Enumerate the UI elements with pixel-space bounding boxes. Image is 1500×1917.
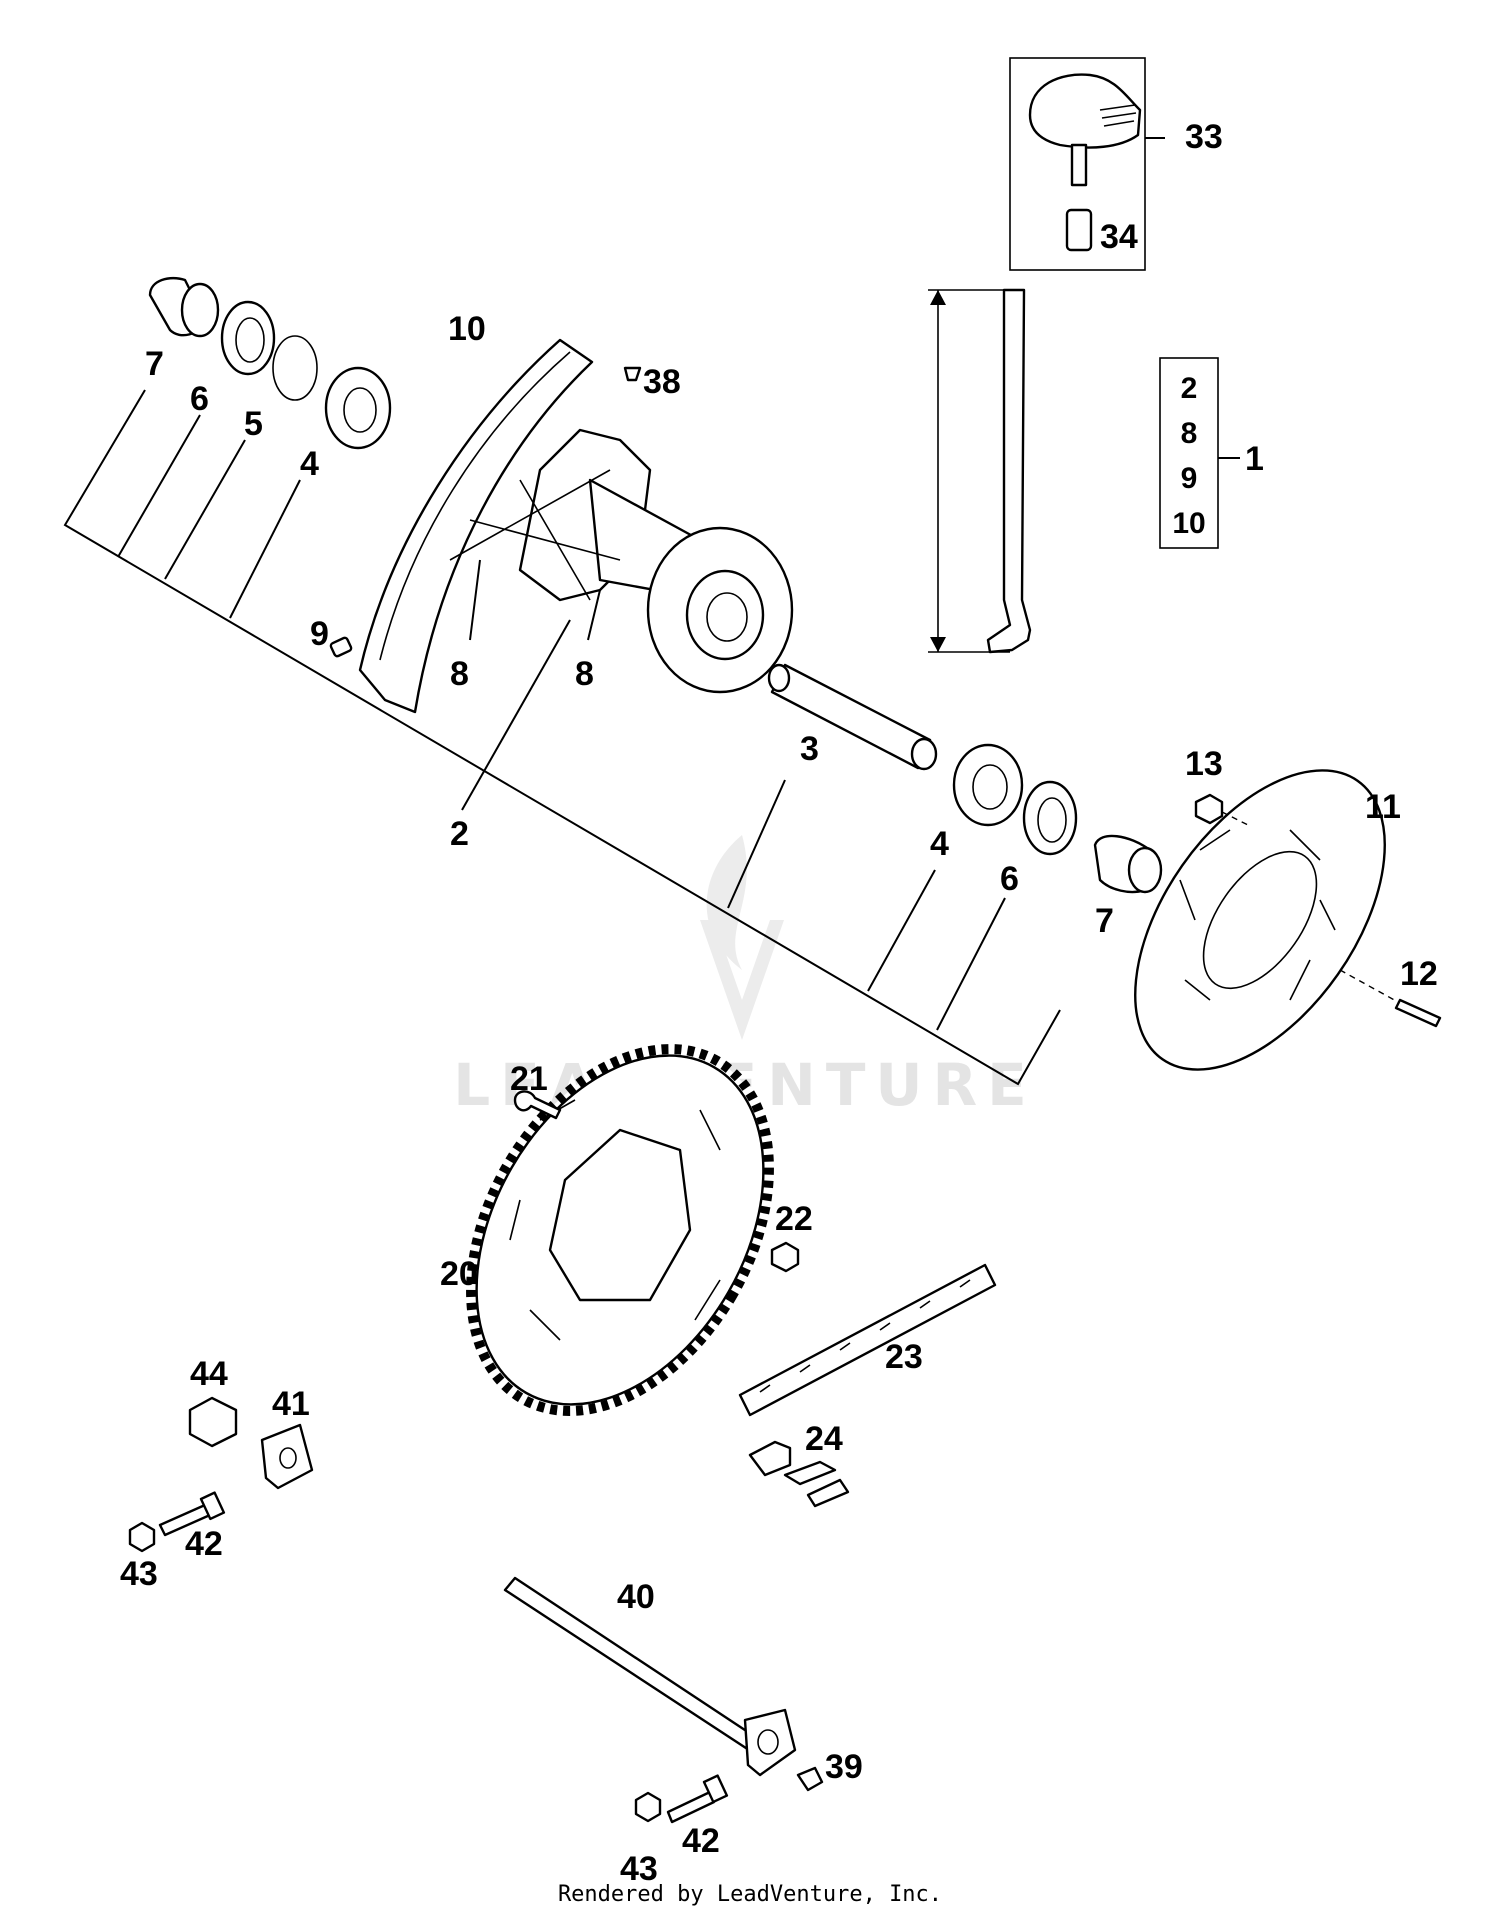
sprocket-bolt-part [513, 1090, 562, 1120]
seal-left-part [220, 300, 276, 376]
left-bearing-stack [148, 276, 392, 450]
callout-8-b: 8 [575, 655, 594, 693]
callout-33: 33 [1185, 118, 1223, 156]
callout-21: 21 [510, 1060, 548, 1098]
callout-22: 22 [775, 1200, 813, 1238]
callout-7-right: 7 [1095, 902, 1114, 940]
chain-adjuster-part [260, 1423, 314, 1490]
disc-nut-part [1194, 793, 1224, 825]
callout-7-left: 7 [145, 345, 164, 383]
callout-8-a: 8 [450, 655, 469, 693]
adjuster-nut-part [188, 1396, 238, 1448]
callout-39: 39 [825, 1748, 863, 1786]
callout-43-left: 43 [120, 1555, 158, 1593]
callout-44: 44 [190, 1355, 228, 1393]
valve-box: 33 34 [1009, 57, 1223, 271]
callout-34: 34 [1100, 218, 1138, 256]
callout-24: 24 [805, 1420, 843, 1458]
hub-part [449, 428, 794, 694]
chain-part [738, 1263, 997, 1417]
seal-right-part [1022, 780, 1078, 856]
nipple-part [329, 636, 353, 658]
circlip-part [272, 335, 318, 401]
bearing-right-part [952, 743, 1024, 827]
sprocket-part [466, 1044, 774, 1416]
callout-6-left: 6 [190, 380, 209, 418]
callout-43-right: 43 [620, 1850, 658, 1888]
axle-sleeve-part [767, 663, 938, 771]
callout-4-right: 4 [930, 825, 949, 863]
kit-item-2: 2 [1181, 372, 1198, 405]
callout-40: 40 [617, 1578, 655, 1616]
callout-4-left: 4 [300, 445, 319, 483]
kit-list: 2 8 9 10 1 [1159, 357, 1264, 549]
chain-link-part [748, 1440, 850, 1508]
spoke-group [928, 288, 1032, 654]
callout-42-right: 42 [682, 1822, 720, 1860]
footer-credit: Rendered by LeadVenture, Inc. [557, 1882, 943, 1907]
callout-41: 41 [272, 1385, 310, 1423]
callout-20: 20 [440, 1255, 478, 1293]
leader-lines [63, 389, 1061, 1086]
adjuster-small-nut-part [128, 1521, 156, 1553]
callout-10: 10 [448, 310, 486, 348]
callout-11: 11 [1365, 788, 1401, 826]
axle-bolt-part [666, 1790, 716, 1824]
callout-5: 5 [244, 405, 263, 443]
callout-3: 3 [800, 730, 819, 768]
spoke-part [986, 288, 1032, 654]
kit-item-10: 10 [1172, 507, 1205, 540]
rim-part [358, 338, 594, 714]
valve-cap-part [1028, 73, 1142, 149]
sprocket-nut-part [770, 1241, 800, 1273]
callout-1: 1 [1245, 440, 1264, 478]
kit-item-8: 8 [1181, 417, 1198, 450]
callout-38: 38 [643, 363, 681, 401]
axle-small-nut-part [634, 1791, 662, 1823]
bearing-left-part [324, 366, 392, 450]
callout-13: 13 [1185, 745, 1223, 783]
valve-insert-part [623, 366, 642, 382]
callouts: 10 38 7 6 5 4 9 8 8 2 3 4 6 7 13 11 12 2… [120, 310, 1438, 1888]
right-bearing-stack [952, 743, 1163, 894]
kit-item-9: 9 [1181, 462, 1198, 495]
axle-cap-part [796, 1766, 824, 1792]
callout-6-right: 6 [1000, 860, 1019, 898]
callout-42-left: 42 [185, 1525, 223, 1563]
brake-disc-part [1134, 769, 1386, 1071]
valve-stem-part [1070, 143, 1088, 187]
axle-part [503, 1576, 797, 1777]
callout-23: 23 [885, 1338, 923, 1376]
callout-9: 9 [310, 615, 329, 653]
disc-bolt-part [1394, 998, 1442, 1028]
callout-12: 12 [1400, 955, 1438, 993]
callout-2: 2 [450, 815, 469, 853]
valve-nut-part [1065, 208, 1093, 252]
